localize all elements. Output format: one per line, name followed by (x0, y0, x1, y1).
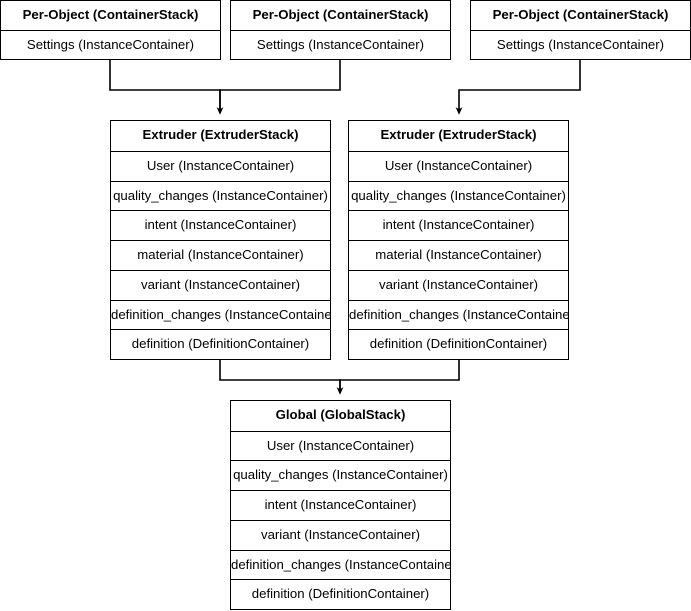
node-row: definition_changes (InstanceContainer) (111, 299, 330, 330)
node-row: intent (InstanceContainer) (111, 210, 330, 240)
node-header: Global (GlobalStack) (275, 407, 406, 422)
node-row: User (InstanceContainer) (349, 150, 568, 181)
edge-extruder-2-to-global (339, 360, 460, 391)
node-row: quality_changes (InstanceContainer) (349, 180, 568, 211)
edge-per-object-1-to-extruder-1 (109, 60, 224, 115)
node-row: quality_changes (InstanceContainer) (231, 460, 450, 490)
node-row: Settings (InstanceContainer) (471, 29, 690, 59)
node-row: definition_changes (InstanceContainer) (231, 549, 450, 580)
node-header: Per-Object (ContainerStack) (252, 7, 429, 22)
node-header: Extruder (ExtruderStack) (380, 127, 537, 142)
node-header: Extruder (ExtruderStack) (142, 127, 299, 142)
node-row: definition (DefinitionContainer) (231, 579, 450, 609)
node-row: quality_changes (InstanceContainer) (111, 180, 330, 211)
node-row: definition (DefinitionContainer) (349, 329, 568, 359)
node-row: User (InstanceContainer) (231, 430, 450, 461)
node-row: variant (InstanceContainer) (111, 269, 330, 300)
node-row: definition (DefinitionContainer) (111, 329, 330, 359)
node-per-object-3[interactable]: Per-Object (ContainerStack) Settings (In… (470, 0, 691, 60)
node-row: intent (InstanceContainer) (231, 490, 450, 520)
node-extruder-1[interactable]: Extruder (ExtruderStack) User (InstanceC… (110, 120, 331, 360)
edge-per-object-3-to-extruder-2 (455, 60, 581, 115)
node-row: variant (InstanceContainer) (231, 519, 450, 550)
node-per-object-2[interactable]: Per-Object (ContainerStack) Settings (In… (230, 0, 451, 60)
node-row: intent (InstanceContainer) (349, 210, 568, 240)
edge-extruder-1-to-global (219, 360, 344, 395)
node-row: material (InstanceContainer) (111, 240, 330, 270)
node-header: Per-Object (ContainerStack) (22, 7, 199, 22)
edge-per-object-2-to-extruder-1 (219, 60, 341, 111)
node-extruder-2[interactable]: Extruder (ExtruderStack) User (InstanceC… (348, 120, 569, 360)
node-row: material (InstanceContainer) (349, 240, 568, 270)
node-row: variant (InstanceContainer) (349, 269, 568, 300)
node-global[interactable]: Global (GlobalStack) User (InstanceConta… (230, 400, 451, 610)
node-row: User (InstanceContainer) (111, 150, 330, 181)
node-per-object-1[interactable]: Per-Object (ContainerStack) Settings (In… (0, 0, 221, 60)
node-row: Settings (InstanceContainer) (231, 29, 450, 59)
node-header: Per-Object (ContainerStack) (492, 7, 669, 22)
node-row: definition_changes (InstanceContainer) (349, 299, 568, 330)
node-row: Settings (InstanceContainer) (1, 29, 220, 59)
